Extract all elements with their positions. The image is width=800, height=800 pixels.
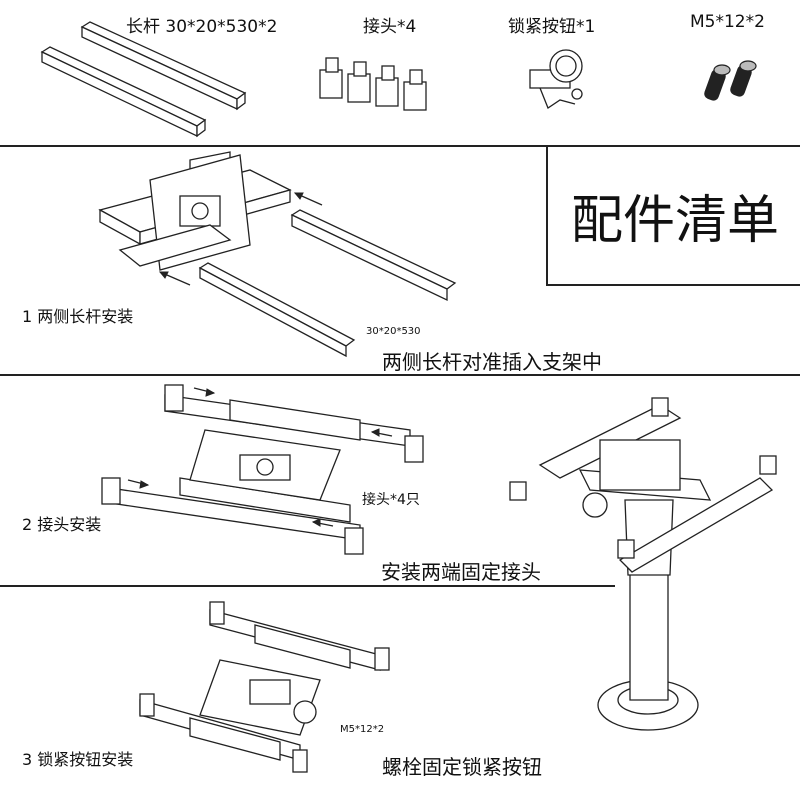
step2-caption: 安装两端固定接头 [381,560,541,584]
title-box: 配件清单 [546,146,800,286]
step3-label: 3 锁紧按钮安装 [22,750,134,769]
part-label-lock-knob: 锁紧按钮*1 [508,17,596,37]
step1-arrows [158,192,323,286]
part-label-joint: 接头*4 [363,17,417,37]
divider-step2 [0,585,615,587]
joint-illustration [319,57,427,111]
part-label-rod: 长杆 30*20*530*2 [126,17,278,37]
step2-label: 2 接头安装 [22,515,102,534]
step2-note: 接头*4只 [362,492,420,508]
step1-rods [198,209,457,358]
step3-frame [139,601,390,773]
rod-illustration [40,21,247,138]
step2-arrows [127,387,393,527]
step1-note: 30*20*530 [366,326,421,337]
page-title: 配件清单 [570,190,779,251]
screw-illustration [704,60,757,101]
step3-note: M5*12*2 [340,724,385,735]
divider-step1 [0,374,800,376]
divider-parts [0,145,800,147]
step1-label: 1 两侧长杆安装 [22,307,134,326]
part-label-screw: M5*12*2 [690,12,765,32]
step2-frame [101,384,424,555]
step1-frame [98,151,292,271]
assembled-desk-illustration [509,397,777,731]
step3-caption: 螺栓固定锁紧按钮 [382,755,542,779]
step1-caption: 两侧长杆对准插入支架中 [382,350,602,374]
lock-knob-illustration [529,49,583,109]
